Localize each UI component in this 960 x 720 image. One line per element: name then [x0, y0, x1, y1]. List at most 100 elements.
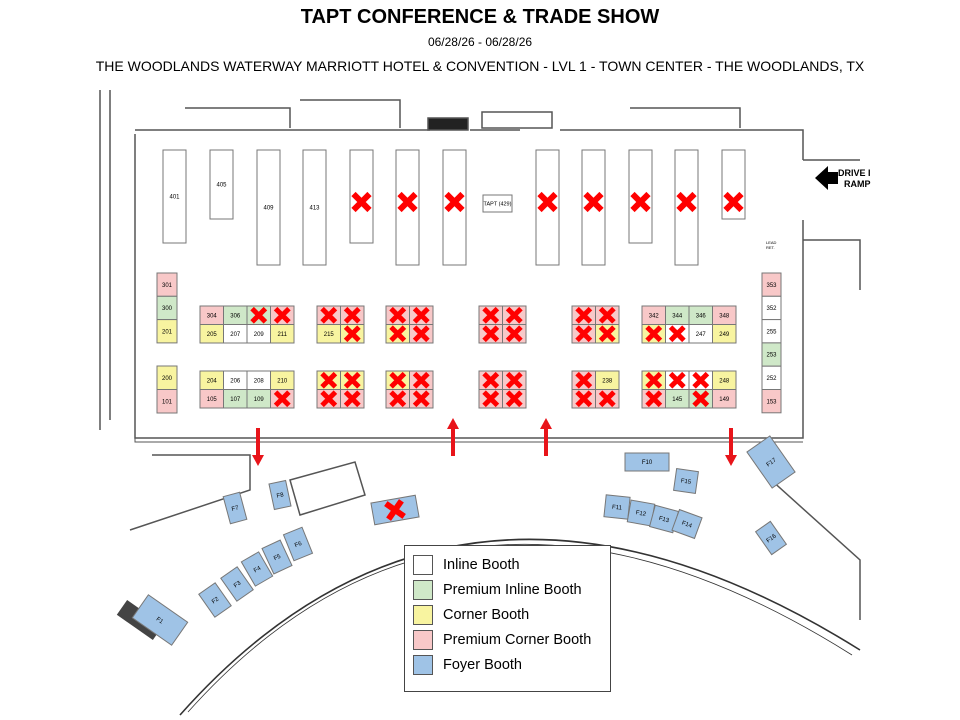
- booth-sold[interactable]: [688, 389, 713, 409]
- booth-F1[interactable]: F1: [131, 594, 189, 646]
- booth-204[interactable]: 204: [199, 370, 224, 390]
- booth-sold[interactable]: [385, 305, 410, 325]
- booth-sold[interactable]: [478, 370, 503, 390]
- booth-145[interactable]: 145: [665, 389, 690, 409]
- booth-209[interactable]: 209: [246, 324, 271, 344]
- booth-153[interactable]: 153: [761, 389, 782, 414]
- booth-248[interactable]: 248: [712, 370, 737, 390]
- booth-F10[interactable]: F10: [624, 452, 670, 472]
- booth-sold[interactable]: [370, 494, 420, 526]
- booth-413[interactable]: 413: [302, 149, 327, 266]
- booth-255[interactable]: 255: [761, 319, 782, 344]
- booth-207[interactable]: 207: [223, 324, 248, 344]
- booth-sold[interactable]: [340, 370, 365, 390]
- booth-346[interactable]: 346: [688, 305, 713, 325]
- booth-sold[interactable]: [502, 305, 527, 325]
- booth-sold[interactable]: [409, 389, 434, 409]
- booth-sold[interactable]: [349, 149, 374, 244]
- booth-306[interactable]: 306: [223, 305, 248, 325]
- booth-sold[interactable]: [535, 149, 560, 266]
- booth-sold[interactable]: [665, 324, 690, 344]
- booth-sold[interactable]: [270, 389, 295, 409]
- booth-sold[interactable]: [571, 370, 596, 390]
- booth-F7[interactable]: F7: [222, 491, 248, 525]
- booth-300[interactable]: 300: [156, 295, 178, 321]
- booth-sold[interactable]: [571, 389, 596, 409]
- booth-F2[interactable]: F2: [198, 582, 232, 618]
- booth-107[interactable]: 107: [223, 389, 248, 409]
- booth-sold[interactable]: [571, 305, 596, 325]
- booth-344[interactable]: 344: [665, 305, 690, 325]
- booth-211[interactable]: 211: [270, 324, 295, 344]
- booth-sold[interactable]: [595, 324, 620, 344]
- booth-sold[interactable]: [385, 324, 410, 344]
- booth-sold[interactable]: [340, 389, 365, 409]
- booth-sold[interactable]: [340, 305, 365, 325]
- booth-304[interactable]: 304: [199, 305, 224, 325]
- booth-sold[interactable]: [688, 370, 713, 390]
- booth-sold[interactable]: [270, 305, 295, 325]
- booth-206[interactable]: 206: [223, 370, 248, 390]
- booth-sold[interactable]: [641, 389, 666, 409]
- booth-sold[interactable]: [340, 324, 365, 344]
- booth-sold[interactable]: [246, 305, 271, 325]
- booth-247[interactable]: 247: [688, 324, 713, 344]
- booth-sold[interactable]: [442, 149, 467, 266]
- booth-TAPT (429)[interactable]: TAPT (429): [482, 194, 513, 213]
- booth-F17[interactable]: F17: [746, 435, 796, 489]
- booth-409[interactable]: 409: [256, 149, 281, 266]
- booth-sold[interactable]: [641, 370, 666, 390]
- booth-F16[interactable]: F16: [754, 520, 788, 556]
- booth-sold[interactable]: [665, 370, 690, 390]
- booth-201[interactable]: 201: [156, 319, 178, 344]
- booth-353[interactable]: 353: [761, 272, 782, 297]
- booth-F15[interactable]: F15: [673, 468, 699, 494]
- booth-sold[interactable]: [316, 305, 341, 325]
- booth-F3[interactable]: F3: [220, 566, 254, 602]
- booth-sold[interactable]: [502, 370, 527, 390]
- booth-sold[interactable]: [502, 324, 527, 344]
- booth-sold[interactable]: [409, 370, 434, 390]
- booth-sold[interactable]: [385, 370, 410, 390]
- booth-sold[interactable]: [628, 149, 653, 244]
- booth-sold[interactable]: [595, 305, 620, 325]
- booth-401[interactable]: 401: [162, 149, 187, 244]
- booth-sold[interactable]: [595, 389, 620, 409]
- booth-F5[interactable]: F5: [261, 539, 293, 575]
- booth-sold[interactable]: [478, 324, 503, 344]
- booth-sold[interactable]: [316, 370, 341, 390]
- booth-sold[interactable]: [478, 389, 503, 409]
- booth-342[interactable]: 342: [641, 305, 666, 325]
- booth-205[interactable]: 205: [199, 324, 224, 344]
- booth-sold[interactable]: [478, 305, 503, 325]
- booth-109[interactable]: 109: [246, 389, 271, 409]
- booth-sold[interactable]: [502, 389, 527, 409]
- booth-sold[interactable]: [409, 305, 434, 325]
- booth-208[interactable]: 208: [246, 370, 271, 390]
- booth-sold[interactable]: [395, 149, 420, 266]
- booth-352[interactable]: 352: [761, 295, 782, 321]
- booth-F11[interactable]: F11: [603, 494, 631, 520]
- booth-sold[interactable]: [641, 324, 666, 344]
- booth-215[interactable]: 215: [316, 324, 341, 344]
- booth-sold[interactable]: [674, 149, 699, 266]
- booth-sold[interactable]: [385, 389, 410, 409]
- booth-200[interactable]: 200: [156, 365, 178, 390]
- booth-238[interactable]: 238: [595, 370, 620, 390]
- booth-sold[interactable]: [409, 324, 434, 344]
- booth-sold[interactable]: [316, 389, 341, 409]
- booth-348[interactable]: 348: [712, 305, 737, 325]
- booth-F8[interactable]: F8: [268, 479, 292, 511]
- booth-149[interactable]: 149: [712, 389, 737, 409]
- booth-101[interactable]: 101: [156, 389, 178, 414]
- booth-F14[interactable]: F14: [671, 508, 703, 540]
- booth-105[interactable]: 105: [199, 389, 224, 409]
- booth-210[interactable]: 210: [270, 370, 295, 390]
- booth-F6[interactable]: F6: [282, 526, 314, 562]
- booth-249[interactable]: 249: [712, 324, 737, 344]
- booth-405[interactable]: 405: [209, 149, 234, 220]
- booth-F4[interactable]: F4: [240, 551, 274, 587]
- booth-301[interactable]: 301: [156, 272, 178, 297]
- booth-sold[interactable]: [721, 149, 746, 220]
- booth-252[interactable]: 252: [761, 365, 782, 391]
